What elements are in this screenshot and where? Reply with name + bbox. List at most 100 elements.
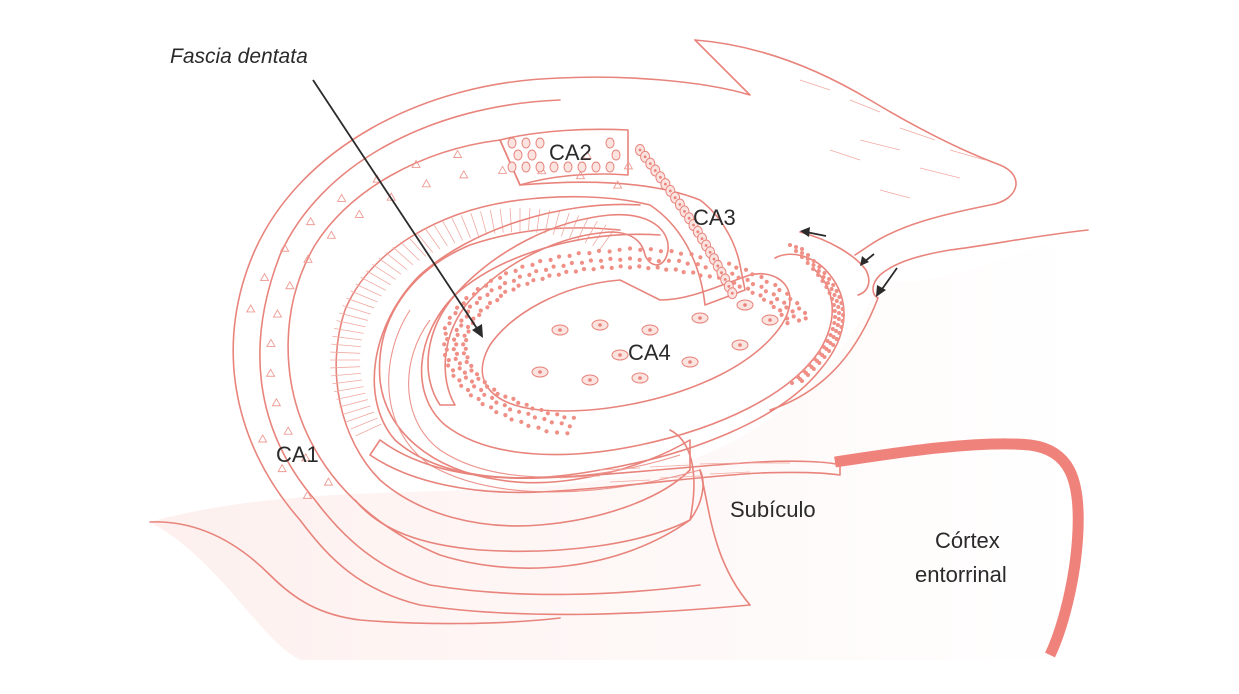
granule-dot bbox=[478, 308, 483, 313]
inner-arc-1 bbox=[408, 319, 681, 478]
granule-dot bbox=[482, 392, 487, 397]
granule-dot bbox=[477, 296, 482, 301]
granule-dot bbox=[736, 275, 741, 280]
granule-dot bbox=[516, 400, 521, 405]
granule-dot bbox=[618, 264, 623, 269]
granule-dot bbox=[638, 247, 643, 252]
granule-dot bbox=[476, 376, 481, 381]
granule-dot bbox=[490, 395, 495, 400]
pyramidal-triangle bbox=[283, 426, 293, 435]
granule-dot bbox=[469, 368, 474, 373]
granule-dot bbox=[531, 278, 536, 283]
granule-dot bbox=[607, 249, 612, 254]
granule-dot bbox=[567, 253, 572, 258]
granule-dot bbox=[540, 276, 545, 281]
granule-dot bbox=[472, 384, 477, 389]
granule-dot bbox=[617, 247, 622, 252]
granule-dot bbox=[637, 257, 642, 262]
granule-dot bbox=[627, 265, 633, 270]
granule-dot bbox=[567, 424, 572, 429]
granule-dot bbox=[828, 341, 833, 345]
ca4-nucleus bbox=[768, 318, 772, 322]
subiculum-hatching bbox=[559, 462, 790, 483]
radiatum-hatch-line bbox=[552, 211, 560, 235]
granule-dot bbox=[447, 321, 452, 326]
granule-dot bbox=[511, 278, 516, 283]
granule-dot bbox=[811, 367, 816, 371]
upper-wedge bbox=[559, 39, 751, 96]
radiatum-hatch-line bbox=[346, 411, 374, 423]
granule-dot bbox=[465, 324, 471, 330]
radiatum-hatch-line bbox=[509, 208, 513, 233]
label-ca3: CA3 bbox=[693, 205, 736, 230]
ca2-cell bbox=[549, 161, 559, 173]
radiatum-hatch-line bbox=[330, 351, 361, 354]
label-cortex-line2: entorrinal bbox=[915, 562, 1007, 587]
label-fascia-dentata: Fascia dentata bbox=[170, 45, 308, 68]
granule-dot bbox=[795, 301, 800, 306]
granule-dot bbox=[576, 251, 581, 256]
granule-dot bbox=[779, 312, 784, 317]
granule-dot bbox=[485, 305, 490, 310]
granule-dot bbox=[841, 313, 845, 317]
granule-dot bbox=[485, 384, 490, 389]
radiatum-hatch-line bbox=[372, 264, 396, 280]
pyramidal-triangle bbox=[452, 149, 463, 158]
pyramidal-triangle bbox=[272, 309, 283, 318]
granule-dot bbox=[564, 269, 569, 274]
granule-dot bbox=[497, 285, 502, 290]
granule-dot bbox=[648, 247, 654, 252]
granule-dot bbox=[542, 416, 547, 422]
granule-dot bbox=[509, 417, 514, 422]
radiatum-hatch-line bbox=[342, 305, 371, 315]
granule-dot bbox=[820, 279, 825, 283]
radiatum-hatch-line bbox=[336, 320, 366, 328]
granule-dot bbox=[647, 257, 652, 262]
granule-dot bbox=[761, 297, 767, 302]
radiatum-hatch-line bbox=[350, 417, 378, 430]
granule-dot bbox=[836, 317, 841, 321]
ca2-cell bbox=[521, 161, 531, 173]
granule-dot bbox=[588, 258, 594, 263]
granule-dot bbox=[596, 248, 602, 253]
ca4-nucleus bbox=[698, 316, 702, 320]
granule-dot bbox=[534, 269, 539, 274]
granule-dot bbox=[442, 326, 447, 331]
granule-dot bbox=[681, 270, 686, 275]
granule-dot bbox=[475, 287, 480, 292]
granule-dot bbox=[824, 285, 829, 289]
ca2-cell bbox=[507, 137, 517, 149]
granule-dot bbox=[658, 249, 664, 254]
granule-dot bbox=[530, 406, 535, 411]
granule-dot bbox=[489, 288, 494, 293]
radiatum-hatch-line bbox=[331, 343, 361, 348]
pyramidal-triangle bbox=[277, 463, 287, 473]
granule-dot bbox=[554, 430, 560, 435]
granule-dot bbox=[471, 316, 476, 321]
granule-dot bbox=[454, 342, 459, 347]
ca3-nucleus bbox=[673, 196, 677, 200]
ca1-radiatum-hatching bbox=[330, 208, 616, 437]
granule-dot bbox=[508, 407, 513, 412]
pyramidal-triangle bbox=[245, 304, 256, 313]
radiatum-hatch-line bbox=[460, 215, 471, 239]
granule-dot bbox=[759, 274, 764, 280]
granule-dot bbox=[832, 309, 837, 313]
radiatum-hatch-line bbox=[442, 220, 456, 244]
alveus-outer bbox=[232, 77, 751, 616]
bottom-right-boundary bbox=[699, 469, 751, 606]
granule-dot bbox=[827, 277, 832, 281]
radiatum-hatch-line bbox=[408, 236, 427, 257]
granule-dot bbox=[811, 263, 816, 267]
granule-dot bbox=[548, 257, 553, 262]
radiatum-hatch-line bbox=[334, 386, 364, 392]
granule-dot bbox=[830, 327, 835, 331]
ca4-nucleus bbox=[688, 360, 692, 364]
ca4-nucleus bbox=[743, 303, 747, 307]
granule-dot bbox=[727, 261, 732, 266]
granule-dot bbox=[656, 259, 662, 264]
granule-dot bbox=[834, 299, 839, 303]
pyramidal-triangle bbox=[300, 452, 311, 462]
ca4-nucleus bbox=[598, 323, 602, 327]
granule-dot bbox=[446, 358, 451, 363]
